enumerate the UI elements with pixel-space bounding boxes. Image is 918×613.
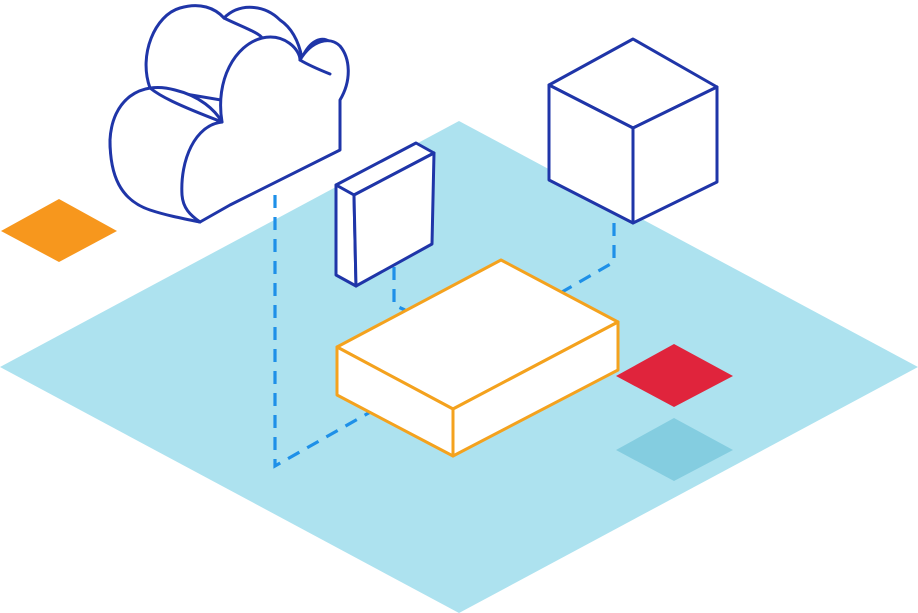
cloud-lobe <box>108 138 202 224</box>
appliance-right-face <box>451 320 620 458</box>
cloud-contour-1 <box>148 86 224 124</box>
cube-connector <box>561 223 616 294</box>
router-box-icon <box>335 258 620 458</box>
device-front <box>352 151 436 288</box>
shadow-tile <box>616 418 733 481</box>
cloud-contour-3 <box>298 58 332 76</box>
device-connector <box>392 267 406 312</box>
cube-right-face <box>631 85 719 225</box>
cloud-inner-lobe <box>180 120 224 224</box>
cloud-icon <box>108 4 350 224</box>
red-tile <box>616 344 733 407</box>
server-panel-icon <box>334 141 436 288</box>
connector-lines <box>273 195 616 469</box>
orange-tile <box>1 199 117 262</box>
cloud-connector <box>273 195 396 469</box>
cloud-contour-2 <box>222 16 264 40</box>
cube-icon <box>547 37 719 225</box>
